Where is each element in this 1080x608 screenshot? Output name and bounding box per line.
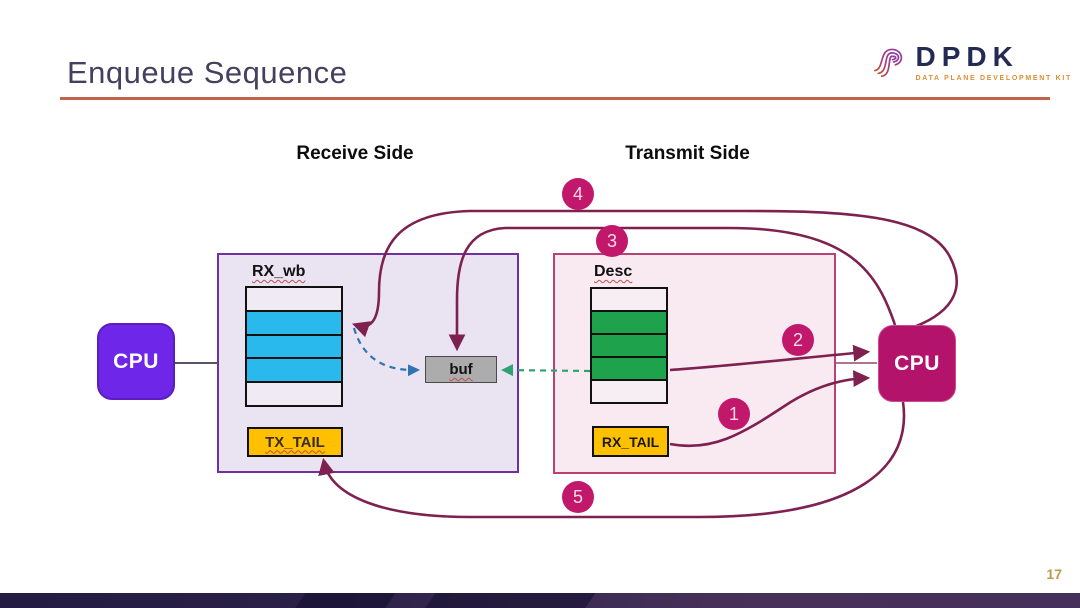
step-badge-1: 1 xyxy=(718,398,750,430)
step-badge-4: 4 xyxy=(562,178,594,210)
descriptor-row xyxy=(247,333,341,358)
desc-label: Desc xyxy=(594,263,633,280)
descriptor-row xyxy=(247,381,341,405)
buf-box: buf xyxy=(425,356,497,383)
dpdk-tagline: DATA PLANE DEVELOPMENT KIT xyxy=(915,74,1072,82)
descriptor-row xyxy=(592,333,666,356)
rx-tail-label: RX_TAIL xyxy=(601,433,660,450)
page-number: 17 xyxy=(1046,566,1062,582)
footer-streak-decoration xyxy=(291,593,399,608)
rx-wb-descriptor-ring xyxy=(245,286,343,407)
footer-streak-decoration xyxy=(421,593,599,608)
descriptor-row xyxy=(247,309,341,334)
tx-tail-register: TX_TAIL xyxy=(247,427,343,457)
transmit-side-label: Transmit Side xyxy=(625,143,750,164)
descriptor-row xyxy=(247,357,341,382)
descriptor-row xyxy=(592,310,666,333)
page-title: Enqueue Sequence xyxy=(67,55,348,90)
rx-tail-register: RX_TAIL xyxy=(592,426,669,457)
rx-wb-label: RX_wb xyxy=(252,263,306,280)
descriptor-row xyxy=(592,379,666,402)
descriptor-row xyxy=(592,289,666,310)
cpu-right-box: CPU xyxy=(878,325,956,402)
tx-tail-label: TX_TAIL xyxy=(265,433,325,451)
receive-box-cpu-connector xyxy=(175,362,218,364)
receive-side-label: Receive Side xyxy=(296,143,414,164)
step-badge-5: 5 xyxy=(562,481,594,513)
title-underline xyxy=(60,97,1050,100)
step-badge-3: 3 xyxy=(596,225,628,257)
step-badge-2: 2 xyxy=(782,324,814,356)
descriptor-row xyxy=(592,356,666,379)
dpdk-wordmark: DPDK xyxy=(915,40,1019,72)
dpdk-swirl-icon xyxy=(873,48,903,78)
desc-descriptor-ring xyxy=(590,287,668,404)
dpdk-logo: DPDK DATA PLANE DEVELOPMENT KIT xyxy=(872,30,1072,94)
cpu-left-box: CPU xyxy=(97,323,175,400)
buf-label: buf xyxy=(449,361,473,378)
footer-band xyxy=(0,593,1080,608)
descriptor-row xyxy=(247,288,341,310)
